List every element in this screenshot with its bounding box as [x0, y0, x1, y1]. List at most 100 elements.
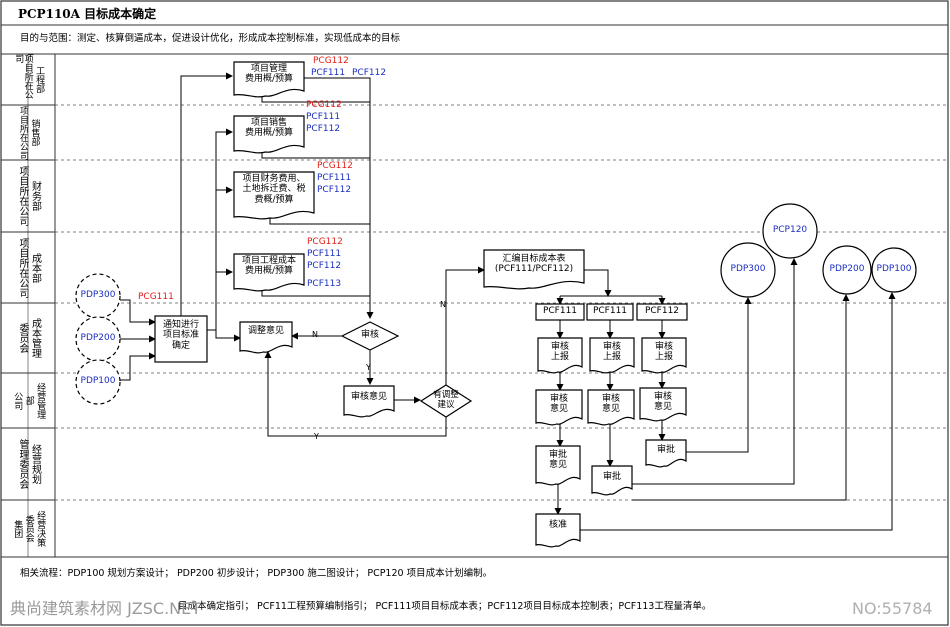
swimlane-label: 成本管理委员会 [1, 303, 55, 373]
finance-label: 项目财务费用、 土地拆迁费、税 费概/预算 [242, 174, 306, 205]
review-label: 审核 [360, 330, 379, 340]
adjust-label: 调整意见 [247, 326, 284, 336]
engineering-doc [233, 253, 305, 292]
pdp200-left-circle [75, 316, 121, 362]
doc-to-collector [261, 290, 370, 297]
pcf111-a-box [535, 303, 585, 321]
approve-opinion-label: 审批 意见 [548, 450, 567, 471]
proj-mgmt-label: 项目管理 费用概/预算 [244, 64, 294, 85]
collector-to-review [304, 77, 374, 319]
to-pcp120 [632, 258, 798, 485]
pcf111-b-box [586, 303, 634, 321]
review-opinion-doc [343, 385, 395, 418]
swimlane-label-part: 项目所在公司 [17, 166, 28, 226]
report-c-label: 审核 上报 [654, 342, 673, 363]
review-diamond [340, 321, 400, 351]
pdp100-to-notify [120, 352, 156, 381]
pdp100-left-label: PDP100 [80, 376, 116, 386]
pdp300-right-label: PDP300 [730, 264, 766, 274]
swimlane-label-part: 经营决策 [35, 510, 46, 547]
finance-code-3: PCF112 [317, 185, 352, 195]
swimlane-label-part: 委员会 [23, 515, 34, 542]
swimlane-label-part: 项目所在公司 [18, 105, 28, 160]
opinion-c-doc [639, 387, 687, 422]
report-a-label: 审核 上报 [550, 342, 569, 363]
swimlane-label: 经营规划管理委员会 [1, 428, 55, 500]
pdp100-right-circle [871, 247, 917, 293]
swimlane-label: 成本部项目所在公司 [1, 232, 55, 303]
summary-label: 汇编目标成本表 (PCF111/PCF112) [494, 254, 574, 275]
summary-down [584, 269, 612, 297]
notify-box [154, 315, 208, 363]
sales-code-3: PCF112 [306, 124, 341, 134]
pdp200-left-label: PDP200 [80, 333, 116, 343]
opinion-c-label: 审核 意见 [653, 392, 672, 413]
adjust-n-label: N [440, 300, 446, 309]
sales-code-1: PCG112 [306, 100, 342, 110]
eng-code-2: PCF111 [307, 249, 342, 259]
engineering-label: 项目工程成本 费用概/预算 [241, 256, 296, 277]
sales-doc [233, 115, 305, 154]
adjust-doc [239, 321, 293, 354]
adjust-y-label: Y [314, 432, 319, 441]
report-b-label: 审核 上报 [602, 342, 621, 363]
pcg111-code: PCG111 [138, 292, 174, 302]
pm-code-2: PCF111 [311, 68, 346, 78]
report-c-doc [641, 337, 687, 374]
eng-code-4: PCF113 [307, 279, 342, 289]
approve-b-label: 审批 [602, 472, 621, 482]
opinion-a-label: 审核 意见 [549, 394, 568, 415]
review-opinion-label: 审核意见 [350, 392, 387, 402]
pcp120-label: PCP120 [772, 225, 808, 235]
swimlane-label-part: 经营规划 [29, 444, 41, 484]
adjust-yes-loop [264, 351, 447, 437]
swimlane-label: 财务部项目所在公司 [1, 160, 55, 232]
swimlane-label-part: 公司 [12, 391, 23, 410]
has-adjust-label: 有调整 建议 [433, 390, 459, 410]
sales-code-2: PCF111 [306, 112, 341, 122]
has-adjust-diamond [419, 384, 473, 418]
approve-c-label: 审批 [656, 445, 675, 455]
swimlane-label-part: 成本管理 [29, 318, 41, 358]
pcp120-circle [762, 203, 818, 259]
connectors [120, 72, 896, 531]
swimlane-label: 经营决策委员会集团 [1, 500, 55, 557]
pdp100-left-circle [75, 359, 121, 405]
swimlane-label-part: 经营管理 [35, 382, 46, 419]
ratify-label: 核准 [548, 520, 567, 530]
pcf112-box [636, 303, 688, 321]
doc-to-collector [261, 96, 370, 103]
related-processes: 相关流程：PDP100 规划方案设计； PDP200 初步设计； PDP300 … [20, 568, 493, 579]
pdp300-right-circle [720, 242, 776, 298]
swimlane-label-part: 项目所在公司 [17, 237, 28, 298]
swimlane-label-part: 财务部 [29, 181, 41, 211]
to-sales [207, 128, 233, 331]
finance-doc [233, 171, 315, 220]
opinion-a-doc [535, 389, 583, 426]
swimlane-label-part: 部 [23, 396, 34, 405]
pdp300-to-notify [120, 299, 156, 326]
pdp300-left-circle [75, 273, 121, 319]
sales-label: 项目销售 费用概/预算 [244, 118, 294, 139]
eng-code-1: PCG112 [307, 237, 343, 247]
image-number: NO:55784 [852, 599, 933, 618]
opinion-b-label: 审核 意见 [601, 394, 620, 415]
pdp300-left-label: PDP300 [80, 290, 116, 300]
to-pdp300-right [686, 297, 752, 453]
nodes [75, 61, 917, 548]
summary-doc [483, 249, 585, 290]
pm-code-1: PCG112 [313, 56, 349, 66]
finance-code-1: PCG112 [317, 161, 353, 171]
swimlane-label-part: 委员会 [17, 323, 28, 353]
ratify-doc [535, 513, 581, 548]
swimlane-label: 经营管理部公司 [1, 373, 55, 428]
notify-trunk [180, 75, 232, 340]
pdp100-right-label: PDP100 [876, 264, 912, 274]
swimlane-label-part: 工程部 [34, 66, 45, 93]
swimlane-label: 销售部项目所在公司 [1, 105, 55, 160]
opinion-b-doc [587, 389, 635, 426]
